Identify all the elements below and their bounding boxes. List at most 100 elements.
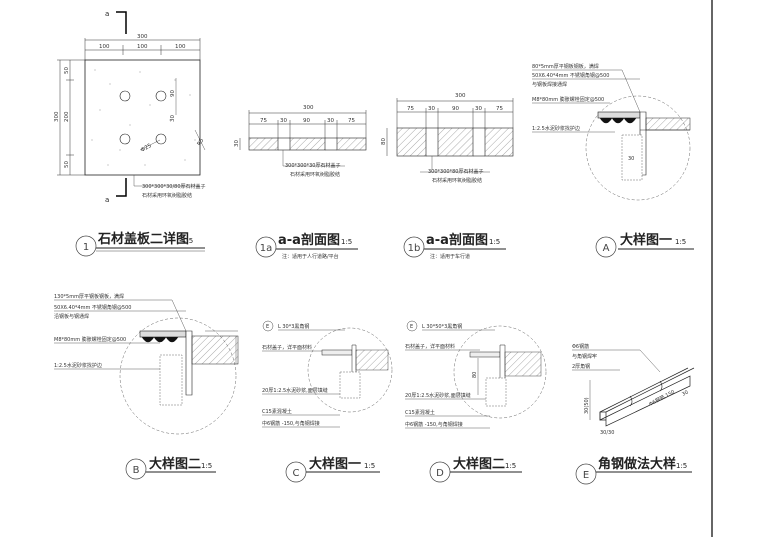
note-1b-1: 300*300*80厚石材盖子 <box>428 168 483 175</box>
note-1a-2: 石材采用环氧树脂胶结 <box>290 171 340 178</box>
scale-C: 1:5 <box>364 462 375 470</box>
note-A-1: 80*5mm厚平钢板钢板，满焊 <box>532 63 599 70</box>
note-E-1: Φ6钢筋 <box>572 343 589 350</box>
detail-1a-section: 300 75 30 90 30 75 30 300*300*30厚石材盖子 石材… <box>234 105 367 178</box>
title-block-D: D 大样图二 1:5 <box>429 456 522 483</box>
dim-phi25: Φ25 <box>140 143 153 154</box>
detail-E: Φ6钢筋 与角钢焊牢 2厚角钢 30(50) 30/30 Φ6钢筋,150 30 <box>572 343 695 436</box>
note-D-2: 石材盖子，详平面材料 <box>405 343 455 350</box>
detail-A: 80*5mm厚平钢板钢板，满焊 50X6.40*4mm 不锈钢角钢@500 与钢… <box>532 63 691 201</box>
scale-E: 1:5 <box>676 462 687 470</box>
sub-1b: 注：适用于车行道 <box>430 253 470 260</box>
scale-A: 1:5 <box>675 238 686 246</box>
dim-1a-t: 30 <box>234 140 240 147</box>
note-1-2: 石材采用环氧树脂胶结 <box>142 192 192 199</box>
ref-E1: E <box>266 324 269 330</box>
title-1b: a-a剖面图 <box>426 232 488 248</box>
title-block-1: 1 石材盖板二详图 1:5 <box>75 231 205 257</box>
title-block-1b: 1b a-a剖面图 1:5 注：适用于车行道 <box>403 232 506 260</box>
detail-1b-section: 300 75 30 90 30 75 80 300*300*80厚石材盖子 石材… <box>381 93 514 184</box>
scale-1: 1:5 <box>182 237 193 245</box>
dim-1a-s3: 30 <box>327 118 334 124</box>
marker-label-1a: 1a <box>260 243 273 254</box>
dim-height-300: 300 <box>54 111 60 122</box>
dim-90: 90 <box>170 90 176 97</box>
marker-label-C: C <box>293 468 300 479</box>
hole-4 <box>155 133 167 145</box>
scale-D: 1:5 <box>505 462 516 470</box>
title-block-A: A 大样图一 1:5 <box>595 232 694 258</box>
section-line-bottom <box>116 178 127 197</box>
section-mark-top: a <box>105 10 109 18</box>
dim-h1: 50 <box>64 67 70 74</box>
scale-1a: 1:5 <box>341 238 352 246</box>
note-C-4: C15素混凝土 <box>262 408 292 415</box>
dim-1b-s2: 90 <box>452 106 459 112</box>
dim-total-300: 300 <box>137 34 148 40</box>
section-line-top <box>116 11 127 34</box>
stone-plate <box>84 59 201 176</box>
dim-h3: 50 <box>64 161 70 168</box>
dim-30: 30 <box>170 115 176 122</box>
dim-h2: 200 <box>64 111 70 122</box>
dim-1b-s0: 75 <box>407 106 414 112</box>
note-C-2: 石材盖子，详平面材料 <box>262 344 312 351</box>
sub-1a: 注：适用于人行道路/平台 <box>282 253 339 260</box>
dim-1b-s3: 30 <box>475 106 482 112</box>
note-E-2: 与角钢焊牢 <box>572 353 597 360</box>
title-block-1a: 1a a-a剖面图 1:5 注：适用于人行道路/平台 <box>255 232 358 260</box>
note-B-2: 50X6.40*4mm 不锈钢角钢@500 <box>54 304 131 311</box>
ref-E2: E <box>410 324 413 330</box>
dim-100-b: 100 <box>137 44 148 50</box>
title-1: 石材盖板二详图 <box>97 231 189 247</box>
dim-1a-s4: 75 <box>348 118 355 124</box>
detail-C: E L 30*3黑角钢 石材盖子，详平面材料 20厚1:2.5水泥砂浆,面层填缝… <box>262 320 393 428</box>
hole-2 <box>155 90 167 102</box>
note-B-4: M8*80mm 膨胀螺栓固定@500 <box>54 336 126 343</box>
note-1b-2: 石材采用环氧树脂胶结 <box>432 177 482 184</box>
note-E-3: 2厚角钢 <box>572 363 590 370</box>
dim-1b-total: 300 <box>455 93 466 99</box>
note-C-3: 20厚1:2.5水泥砂浆,面层填缝 <box>262 387 328 394</box>
note-D-4: C15素混凝土 <box>405 409 435 416</box>
scale-1b: 1:5 <box>489 238 500 246</box>
detail-1-plan: a a 300 100 100 100 300 50 200 50 <box>54 10 206 204</box>
note-A-2: 50X6.40*4mm 不锈钢角钢@500 <box>532 72 609 79</box>
detail-B: 130*5mm厚平钢板钢板，满焊 50X6.40*4mm 不锈钢角钢@500 沿… <box>54 293 239 435</box>
note-D-5: 中6钢筋 -150,与角钢焊接 <box>405 421 463 428</box>
title-B: 大样图二 <box>149 456 201 472</box>
plate-stipple <box>91 69 196 166</box>
note-C-5: 中6钢筋 -150,与角钢焊接 <box>262 420 320 427</box>
scale-B: 1:5 <box>201 462 212 470</box>
title-block-E: E 角钢做法大样 1:5 <box>575 456 692 485</box>
note-A-3: 与钢板焊接通焊 <box>532 81 567 88</box>
D-dim: 80 <box>472 372 478 378</box>
dim-r5: R5 <box>197 137 206 147</box>
title-D: 大样图二 <box>453 456 505 472</box>
dim-100-c: 100 <box>175 44 186 50</box>
ref-marker-E2 <box>406 320 418 332</box>
title-A: 大样图一 <box>620 232 672 248</box>
title-E: 角钢做法大样 <box>598 456 676 472</box>
note-1a-1: 300*300*30厚石材盖子 <box>285 162 340 169</box>
marker-label-1: 1 <box>83 242 89 253</box>
title-1a: a-a剖面图 <box>278 232 340 248</box>
note-B-5: 1:2.5水泥砂浆找护边 <box>54 362 102 369</box>
detail-D: E L 30*50*3黑角钢 石材盖子，详平面材料 20厚1:2.5水泥砂浆,面… <box>405 320 547 429</box>
hole-3 <box>119 133 131 145</box>
hole-1 <box>119 90 131 102</box>
dim-1a-s2: 90 <box>303 118 310 124</box>
dim-1b-t: 80 <box>381 138 387 145</box>
marker-circle-1 <box>75 235 97 257</box>
dim-1a-total: 300 <box>303 105 314 111</box>
dim-1b-s1: 30 <box>428 106 435 112</box>
dim-100-a: 100 <box>99 44 110 50</box>
dim-E-b: 30/30 <box>600 430 614 436</box>
ref-marker-E1 <box>262 320 274 332</box>
note-1-1: 300*300*30/80厚石材盖子 <box>142 183 206 190</box>
dim-1b-s4: 75 <box>496 106 503 112</box>
note-A-4: M8*80mm 膨胀螺栓固定@500 <box>532 96 604 103</box>
marker-label-1b: 1b <box>408 243 421 254</box>
title-block-C: C 大样图一 1:5 <box>285 456 380 483</box>
